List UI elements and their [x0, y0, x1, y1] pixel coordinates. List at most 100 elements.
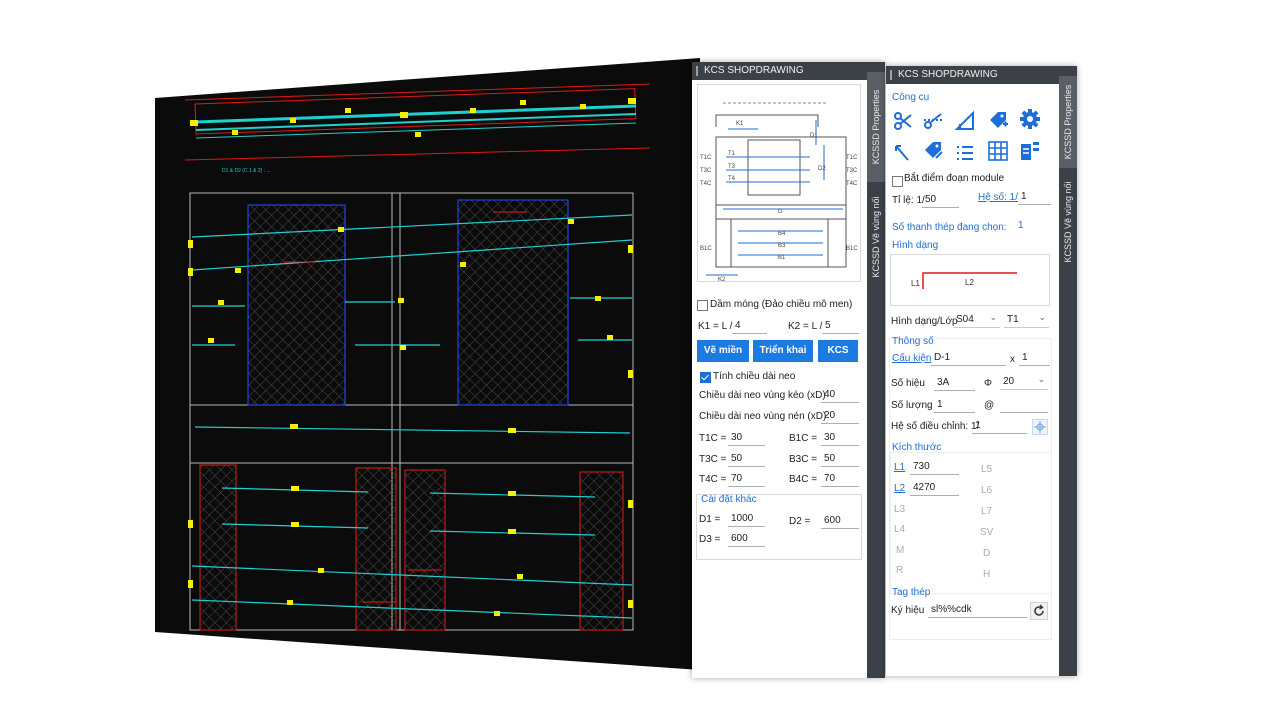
beam-elevation: D1 & D2 (C 1 & 2) : ...: [184, 83, 651, 174]
l6-label: L6: [981, 485, 993, 496]
so-hieu-label: Số hiệu: [891, 378, 925, 389]
report-icon[interactable]: [1019, 140, 1041, 162]
bat-diem-label: Bắt điểm đoạn module: [904, 173, 1005, 184]
he-so-label[interactable]: Hệ số: 1/: [978, 192, 1019, 203]
cad-drawing-canvas[interactable]: D1 & D2 (C 1 & 2) : ...: [0, 0, 700, 720]
lop-select[interactable]: T1: [1004, 310, 1049, 328]
neo-keo-input[interactable]: 40: [821, 388, 859, 403]
cau-kien-count-input[interactable]: 1: [1019, 351, 1050, 366]
d3-input[interactable]: 600: [728, 532, 765, 547]
kich-thuoc-heading: Kích thước: [892, 442, 942, 453]
h-label: H: [983, 569, 991, 580]
diagram-label-t3c-right: T3C: [846, 168, 858, 174]
diagram-label-t4: T4: [728, 176, 736, 182]
d2-input[interactable]: 600: [821, 514, 859, 529]
cai-dat-khac-heading: Cài đặt khác: [701, 494, 757, 505]
tab-kcssd-ve-vung-noi[interactable]: KCSSD Vẽ vùng nối: [871, 196, 881, 278]
diagram-label-t4c-right: T4C: [846, 181, 858, 187]
l2-label[interactable]: L2: [894, 483, 906, 494]
l1-label[interactable]: L1: [894, 462, 906, 473]
refresh-icon[interactable]: [1030, 602, 1048, 620]
x-label: x: [1010, 354, 1015, 365]
l7-label: L7: [981, 506, 993, 517]
tag-add-icon[interactable]: [987, 110, 1009, 132]
split-icon[interactable]: [922, 110, 944, 132]
table-icon[interactable]: [987, 140, 1009, 162]
pick-icon[interactable]: [1032, 419, 1048, 435]
b4c-input[interactable]: 70: [821, 472, 859, 487]
list-check-icon[interactable]: [954, 142, 976, 164]
tab-kcssd-properties[interactable]: KCSSD Properties: [867, 72, 885, 182]
b3c-input[interactable]: 50: [821, 452, 859, 467]
tinh-chieu-dai-checkbox[interactable]: [700, 372, 711, 383]
neo-keo-label: Chiều dài neo vùng kéo (xD): [699, 390, 826, 401]
gear-icon[interactable]: [1019, 108, 1041, 130]
tab-kcssd-ve-vung-noi[interactable]: KCSSD Vẽ vùng nối: [1063, 181, 1073, 263]
foundation-plan: [188, 192, 634, 631]
shape-preview: L1 L2: [890, 254, 1050, 306]
pencil-icon[interactable]: [892, 142, 914, 164]
t3c-input[interactable]: 50: [728, 452, 765, 467]
he-so-input[interactable]: 1: [1018, 190, 1051, 205]
ti-le-input[interactable]: 50: [922, 193, 959, 208]
so-luong-label: Số lượng: [891, 400, 933, 411]
m-label: M: [896, 545, 905, 556]
diagram-label-d1: D1: [810, 133, 818, 139]
l2-input[interactable]: 4270: [910, 481, 959, 496]
so-thanh-value: 1: [1018, 220, 1024, 231]
neo-nen-input[interactable]: 20: [821, 409, 859, 424]
l3-label: L3: [894, 504, 906, 515]
hinh-dang-select[interactable]: S04: [953, 310, 1000, 328]
l1-input[interactable]: 730: [910, 460, 959, 475]
kcs-button[interactable]: KCS: [818, 340, 858, 362]
diagram-label-d2: D2: [818, 166, 826, 172]
l5-label: L5: [981, 464, 993, 475]
so-thanh-label: Số thanh thép đang chọn:: [892, 222, 1007, 233]
t4c-input[interactable]: 70: [728, 472, 765, 487]
d2-label: D2 =: [789, 516, 811, 527]
vertical-tabs: KCSSD Properties KCSSD Vẽ vùng nối: [1059, 66, 1077, 676]
cau-kien-label[interactable]: Cấu kiện: [892, 353, 932, 364]
k2-input[interactable]: 5: [822, 319, 859, 334]
spacing-input[interactable]: [1000, 398, 1048, 413]
diagram-label-t3c-left: T3C: [700, 168, 712, 174]
panel-title: KCS SHOPDRAWING: [692, 62, 867, 80]
scissors-icon[interactable]: [892, 110, 914, 132]
b1c-input[interactable]: 30: [821, 431, 859, 446]
thong-so-heading: Thông số: [892, 336, 934, 347]
ti-le-label: Tỉ lệ: 1/: [892, 195, 925, 206]
tinh-chieu-dai-label: Tính chiều dài neo: [713, 371, 796, 382]
ky-hieu-input[interactable]: sl%%cdk: [928, 603, 1027, 618]
kich-thuoc-group: [890, 452, 1052, 594]
d3-label: D3 =: [699, 534, 721, 545]
t1c-input[interactable]: 30: [728, 431, 765, 446]
d1-input[interactable]: 1000: [728, 512, 765, 527]
t4c-label: T4C =: [699, 474, 727, 485]
dam-mong-label: Dầm móng (Đảo chiều mô men): [710, 299, 853, 310]
diagram-label-b4: B4: [778, 231, 786, 237]
dam-mong-checkbox[interactable]: [697, 300, 708, 311]
ve-mien-button[interactable]: Vẽ miền: [697, 340, 749, 362]
shape-label-l1: L1: [911, 279, 920, 288]
bat-diem-checkbox[interactable]: [892, 176, 903, 187]
tab-kcssd-properties[interactable]: KCSSD Properties: [1059, 76, 1077, 168]
vertical-tabs: KCSSD Properties KCSSD Vẽ vùng nối: [867, 62, 885, 678]
b1c-label: B1C =: [789, 433, 818, 444]
phi-select[interactable]: 20: [1000, 372, 1048, 390]
cau-kien-input[interactable]: D-1: [931, 351, 1006, 366]
k1-label: K1 = L /: [698, 321, 733, 332]
r-label: R: [896, 565, 904, 576]
b4c-label: B4C =: [789, 474, 818, 485]
so-hieu-input[interactable]: 3A: [934, 376, 975, 391]
tag-edit-icon[interactable]: [922, 140, 944, 162]
so-luong-input[interactable]: 1: [934, 398, 975, 413]
he-so-dc-input[interactable]: 1: [972, 419, 1027, 434]
kcs-panel-main: KCS SHOPDRAWING KCSSD Properties KCSSD V…: [692, 62, 885, 678]
b3c-label: B3C =: [789, 454, 818, 465]
trien-khai-button[interactable]: Triển khai: [753, 340, 813, 362]
diagram-label-b1c-right: B1C: [846, 246, 858, 252]
dimension-icon[interactable]: [954, 110, 976, 132]
diagram-label-t4c-left: T4C: [700, 181, 712, 187]
k1-input[interactable]: 4: [732, 319, 767, 334]
t3c-label: T3C =: [699, 454, 727, 465]
